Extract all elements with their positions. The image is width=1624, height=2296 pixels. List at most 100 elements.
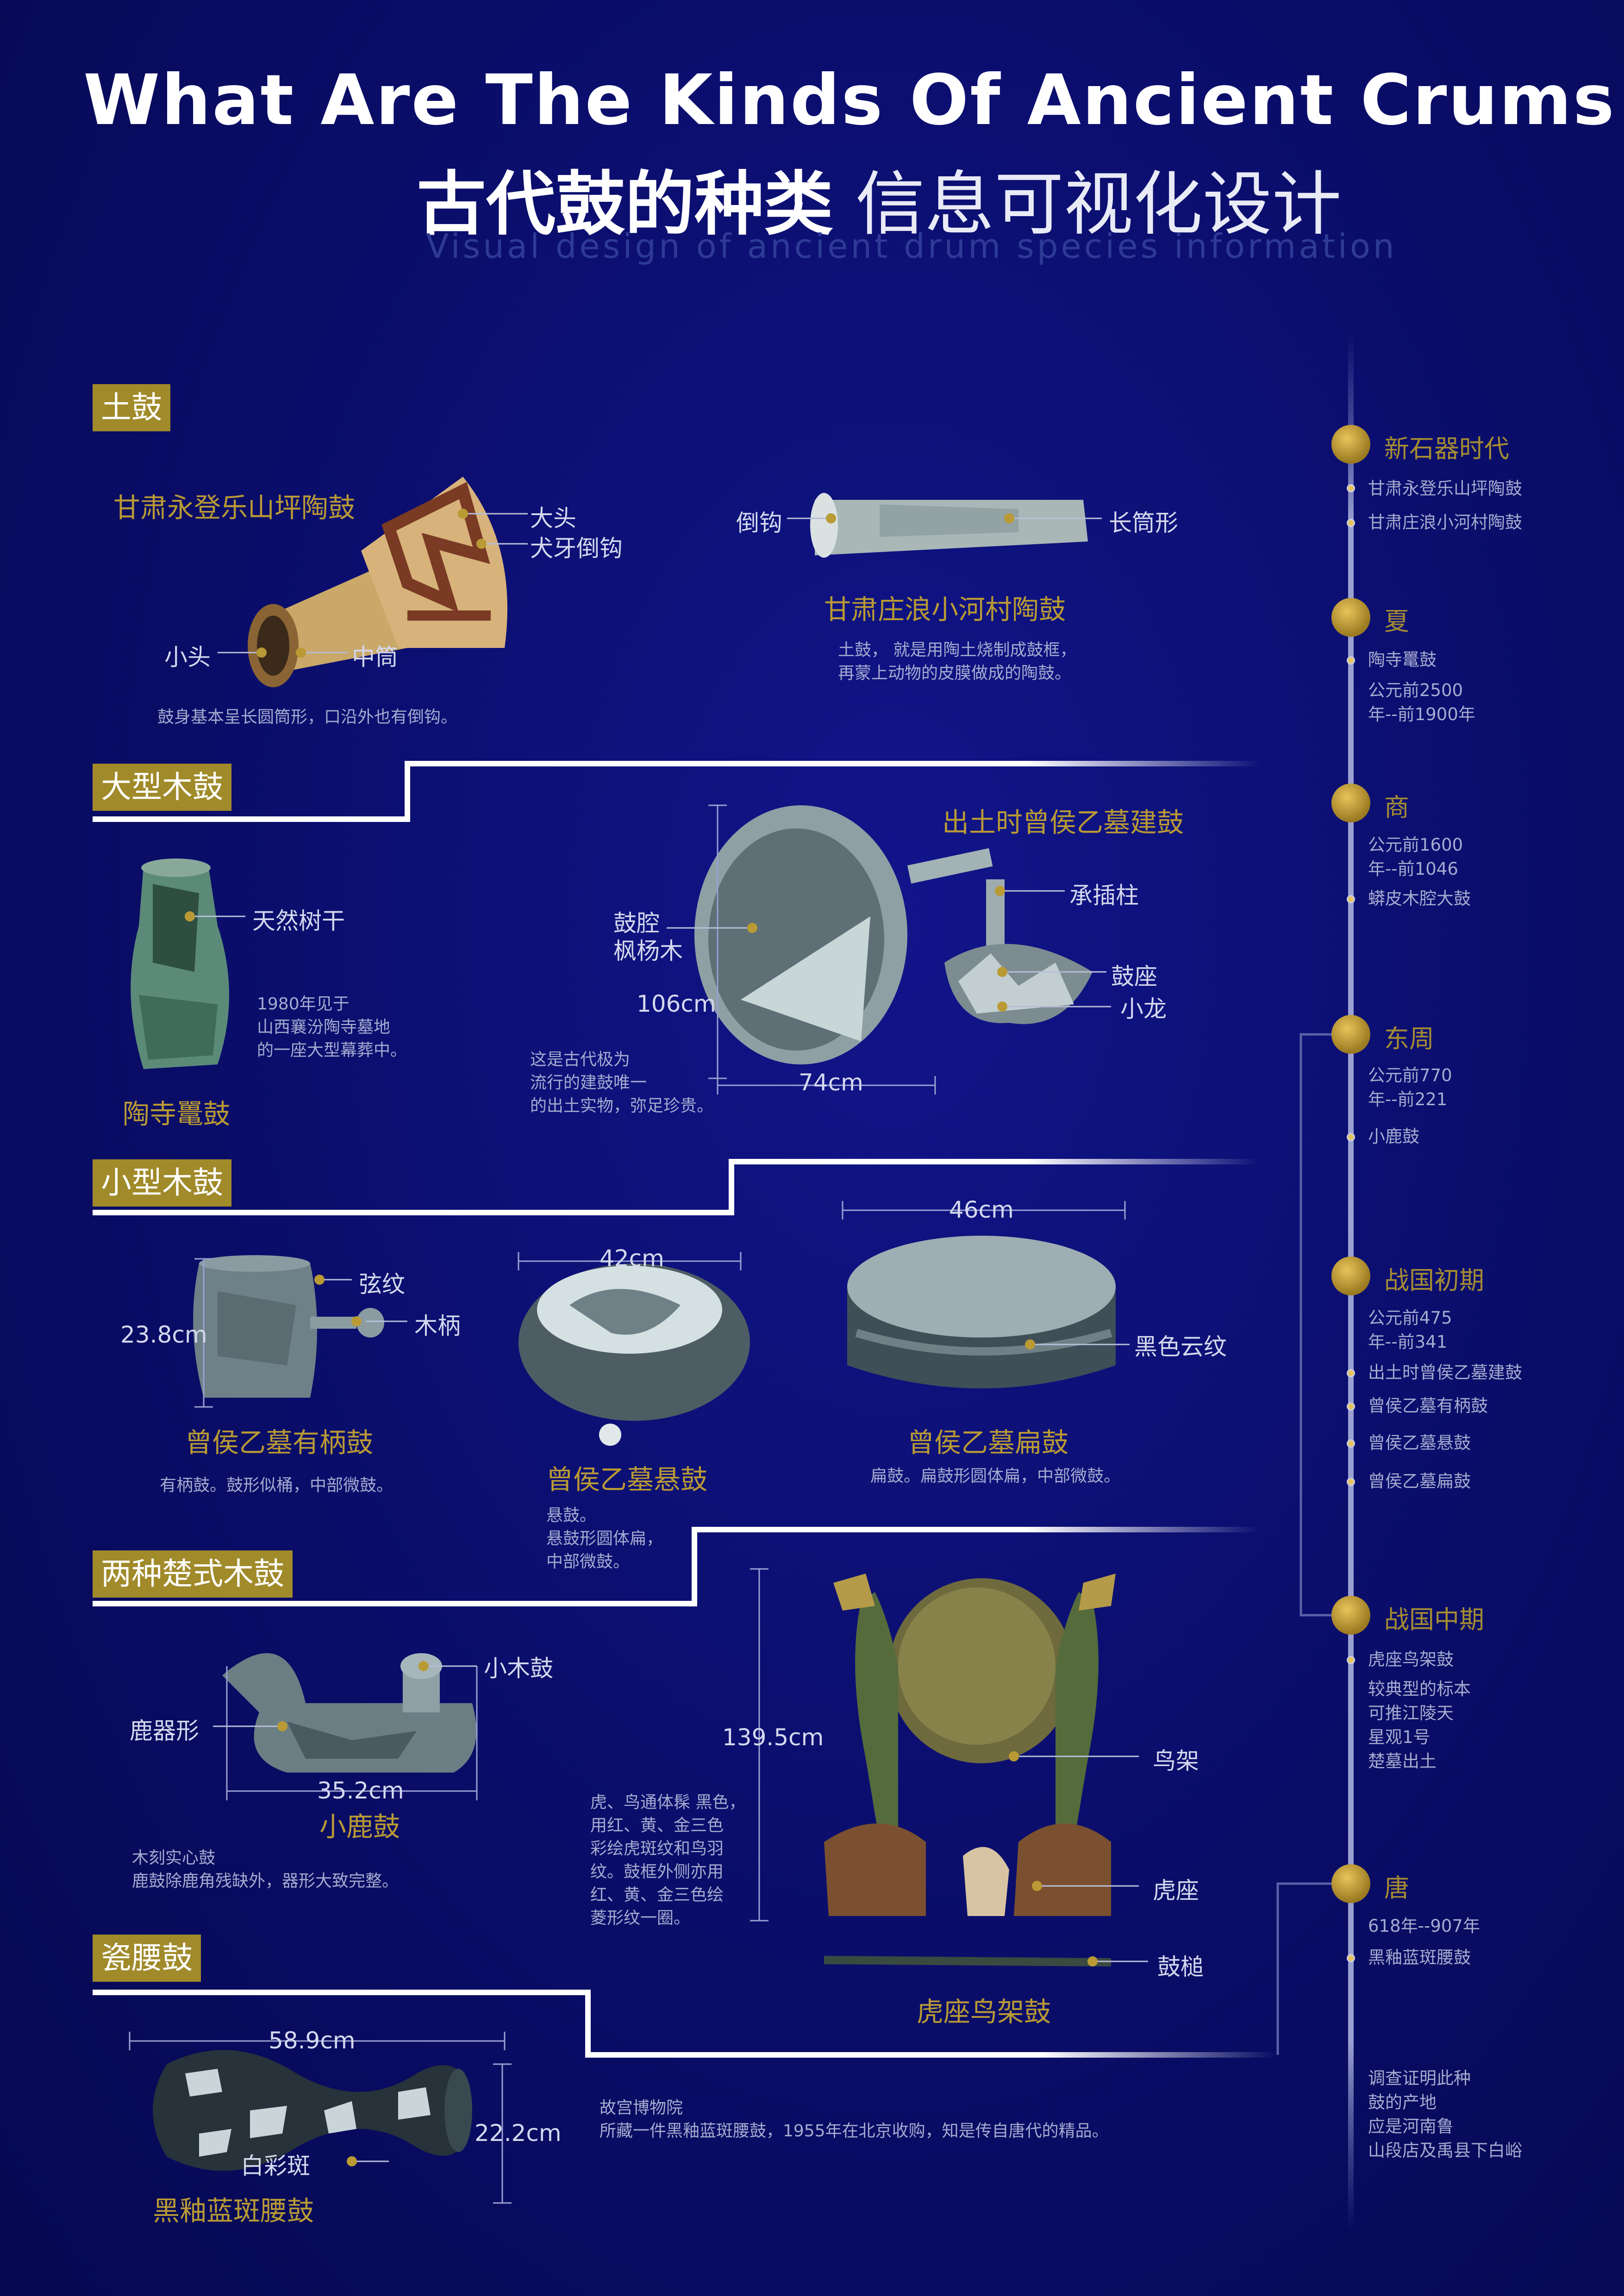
note-hanging: 悬鼓。 悬鼓形圆体扁， 中部微鼓。 [546,1504,663,1574]
timeline-subdot [1347,1133,1355,1141]
hanging-drum-dimensions [518,1252,742,1270]
callout-zhongtong: 中筒 [352,644,398,671]
note-flat: 扁鼓。扁鼓形圆体扁，中部微鼓。 [870,1467,1121,1486]
note-line: 用红、黄、金三色 [590,1816,724,1835]
timeline-subdot [1347,519,1355,527]
dimension-jiangu-height: 106cm [637,990,716,1017]
timeline-item: 出土时曾侯乙墓建鼓 [1368,1363,1522,1382]
timeline-item: 蟒皮木腔大鼓 [1368,889,1471,908]
callout-changtong: 长筒形 [1109,510,1178,536]
dimension-handle-height: 23.8cm [120,1321,207,1348]
callout-line: 鼓腔 [613,910,660,937]
note-line: 菱形纹一圈。 [590,1909,691,1928]
drum-name-yongdeng: 甘肃永登乐山坪陶鼓 [113,492,356,523]
title-chinese-bold: 古代鼓的种类 [417,164,834,245]
note-line: 纹。鼓框外侧亦用 [590,1862,724,1881]
callout-dots [185,509,1098,2166]
note-line: 流行的建鼓唯一 [530,1073,647,1092]
handle-drum-dimensions [194,1258,213,1408]
timeline-subdot [1347,1954,1355,1962]
callout-line: 枫杨木 [613,938,683,964]
section-label-damugu: 大型木鼓 [93,764,231,811]
callout-luqixing: 鹿器形 [130,1717,199,1744]
drum-tiger-bird-illustration [824,1574,1116,1966]
section-label-xiaomugu: 小型木鼓 [93,1159,231,1207]
callout-tianranshugan: 天然树干 [252,908,345,934]
drum-name-zhuanglang: 甘肃庄浪小河村陶鼓 [824,594,1066,625]
callout-datou: 大头 [530,505,576,532]
note-zhuanglang: 土鼓， 就是用陶土烧制成鼓框， 再蒙上动物的皮膜做成的陶鼓。 [838,639,1076,685]
section-label-tugu: 土鼓 [93,384,170,431]
timeline-subdot [1347,1369,1355,1377]
timeline-branches [1276,1033,1343,2055]
note-line: 的一座大型幕葬中。 [257,1041,407,1060]
drum-flat-illustration [847,1236,1116,1388]
note-tiger-bird: 虎、鸟通体髹 黑色， 用红、黄、金三色 彩绘虎斑纹和鸟羽 纹。鼓框外侧亦用 红、… [590,1791,745,1930]
timeline-subdot [1347,1656,1355,1664]
dimension-tiger-height: 139.5cm [722,1724,824,1751]
callout-huzuo: 虎座 [1153,1877,1199,1904]
drum-name-taosi: 陶寺鼍鼓 [123,1098,231,1130]
timeline-item: 黑釉蓝斑腰鼓 [1368,1948,1471,1967]
title-chinese-light: 信息可视化设计 [855,164,1342,245]
note-line: 鹿鼓除鹿角残缺外，器形大致完整。 [132,1872,399,1891]
timeline-subdot [1347,1402,1355,1411]
callout-baicaiban: 白彩斑 [241,2153,310,2179]
note-line: 1980年见于 [257,995,350,1014]
drum-taosi-illustration [131,859,229,1069]
note-line: 再蒙上动物的皮膜做成的陶鼓。 [838,664,1072,683]
callout-guzuo: 鼓座 [1111,963,1157,990]
footer-note: 调查证明此种 鼓的产地 应是河南鲁 山段店及禹县下白峪 [1368,2066,1522,2163]
note-jiangu: 这是古代极为 流行的建鼓唯一 的出土实物，弥足珍贵。 [530,1048,713,1118]
title-chinese: 古代鼓的种类 信息可视化设计 [417,148,1342,249]
timeline-item: 陶寺鼍鼓 [1368,650,1437,670]
callout-guqiang: 鼓腔 枫杨木 [613,909,683,965]
timeline-node-dongzhou [1331,1015,1370,1054]
tiger-bird-dimensions [750,1568,768,1922]
drum-name-tiger-bird: 虎座鸟架鼓 [917,1996,1051,2028]
timeline-item: 公元前475 年--前341 [1368,1308,1452,1352]
timeline-subdot [1347,895,1355,903]
note-line: 山段店及禹县下白峪 [1368,2140,1522,2160]
note-line: 故宫博物院 [600,2098,683,2117]
dimension-flat-width: 46cm [949,1196,1014,1223]
timeline-era-xia: 夏 [1384,607,1409,636]
section-divider-lines [93,442,1333,2058]
timeline-item: 甘肃庄浪小河村陶鼓 [1368,512,1522,532]
note-deer: 木刻实心鼓 鹿鼓除鹿角残缺外，器形大致完整。 [132,1847,399,1893]
note-line: 悬鼓。 [546,1506,597,1525]
note-line: 红、黄、金三色绘 [590,1885,724,1904]
timeline-item: 曾侯乙墓扁鼓 [1368,1471,1471,1491]
note-line: 的出土实物，弥足珍贵。 [530,1096,714,1115]
note-line: 鼓的产地 [1368,2092,1437,2112]
timeline-subdot [1347,656,1355,665]
timeline-item: 618年--907年 [1368,1916,1480,1936]
timeline-item: 曾侯乙墓有柄鼓 [1368,1396,1488,1416]
flat-drum-dimensions [842,1201,1126,1220]
timeline-era-zhanguo-early: 战国初期 [1384,1266,1484,1295]
note-waist: 故宫博物院 所藏一件黑釉蓝斑腰鼓，1955年在北京收购，知是传自唐代的精品。 [600,2097,1109,2143]
waist-drum-dimensions [129,2032,512,2204]
timeline-item: 曾侯乙墓悬鼓 [1368,1433,1471,1453]
callout-niaojia: 鸟架 [1153,1748,1199,1774]
note-line: 调查证明此种 [1368,2068,1471,2088]
callout-lines [190,513,1148,2162]
timeline-item: 公元前770 年--前221 [1368,1065,1452,1109]
note-line: 所藏一件黑釉蓝斑腰鼓，1955年在北京收购，知是传自唐代的精品。 [600,2122,1109,2140]
note-line: 应是河南鲁 [1368,2116,1454,2136]
note-line: 虎、鸟通体髹 黑色， [590,1793,746,1812]
timeline-subdot [1347,1439,1355,1448]
dimension-waist-width: 58.9cm [269,2027,356,2054]
note-line: 悬鼓形圆体扁， [546,1529,663,1548]
timeline-item: 小鹿鼓 [1368,1126,1419,1146]
jiangu-dimensions [708,804,936,1095]
timeline-node-zhanguo-mid [1331,1596,1370,1635]
timeline-subdot [1347,1478,1355,1486]
drum-hanging-illustration [518,1263,750,1446]
section-label-chushi: 两种楚式木鼓 [93,1550,293,1598]
timeline-node-xia [1331,598,1370,637]
drum-name-flat: 曾侯乙墓扁鼓 [907,1427,1069,1458]
drum-name-waist: 黑釉蓝斑腰鼓 [153,2195,314,2227]
note-handle: 有柄鼓。鼓形似桶，中部微鼓。 [160,1476,394,1495]
drum-yongdeng-illustration [248,477,507,687]
